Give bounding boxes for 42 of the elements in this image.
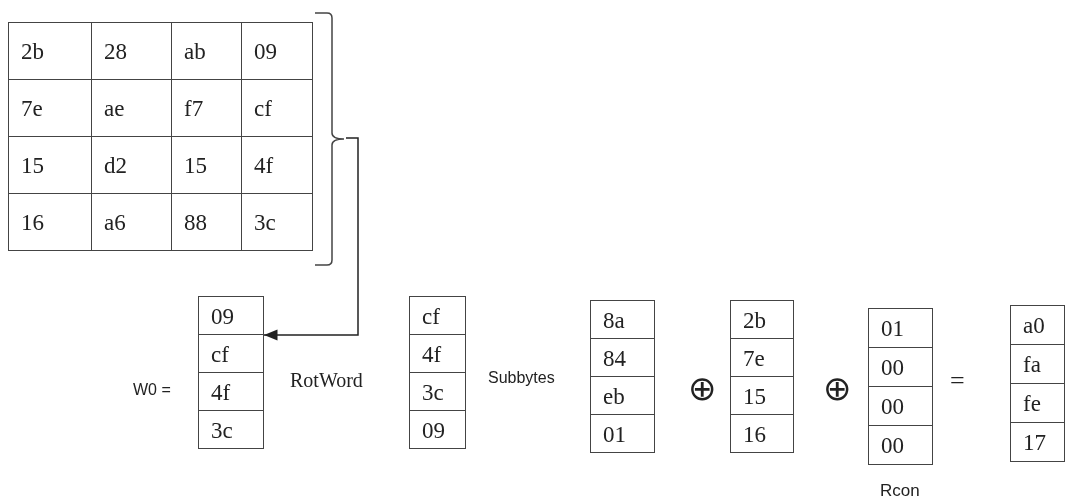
xor-symbol: ⊕ [688,372,716,406]
byte-cell: 00 [868,347,933,387]
byte-cell: 84 [590,338,655,377]
byte-cell: 00 [868,425,933,465]
byte-cell: cf [198,334,264,373]
word-column [409,296,465,448]
word-column [590,300,654,452]
byte-cell: 17 [1010,422,1065,462]
byte-cell: 16 [8,193,92,251]
byte-cell: 4f [409,334,466,373]
byte-cell: 3c [241,193,313,251]
byte-cell: 09 [409,410,466,449]
step-label: Subbytes [488,370,555,386]
byte-cell: 15 [730,376,794,415]
byte-cell: fa [1010,344,1065,384]
byte-cell: 2b [730,300,794,339]
step-label: RotWord [290,370,363,390]
byte-cell: 01 [868,308,933,348]
byte-cell: 8a [590,300,655,339]
byte-cell: 01 [590,414,655,453]
word-column [868,308,932,464]
byte-cell: 09 [198,296,264,335]
column-caption: Rcon [880,482,920,499]
word-column [1010,305,1064,461]
byte-cell: fe [1010,383,1065,423]
byte-cell: 3c [198,410,264,449]
byte-cell: 00 [868,386,933,426]
byte-cell: cf [409,296,466,335]
byte-cell: eb [590,376,655,415]
byte-cell: 3c [409,372,466,411]
arrow [263,137,359,341]
equals-sign: = [950,368,965,394]
byte-cell: 09 [241,22,313,80]
byte-cell: 16 [730,414,794,453]
xor-symbol: ⊕ [823,372,851,406]
byte-cell: 7e [730,338,794,377]
byte-cell: a0 [1010,305,1065,345]
word-column [198,296,263,448]
word-label: W0 = [133,382,171,398]
byte-cell: 2b [8,22,92,80]
byte-cell: 4f [198,372,264,411]
word-column [730,300,793,452]
